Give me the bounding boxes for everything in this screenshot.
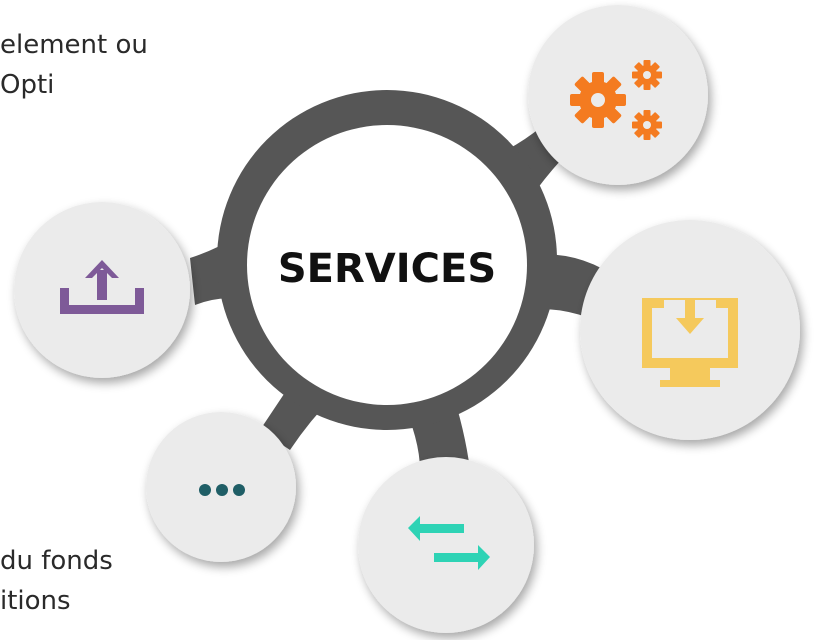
text-fragment-top-1: element ou — [0, 30, 148, 60]
gears-icon — [570, 60, 662, 140]
node-settings[interactable] — [528, 5, 708, 185]
monitor-download-icon — [642, 298, 738, 387]
text-fragment-bottom-1: du fonds — [0, 546, 113, 576]
hub-label: SERVICES — [278, 246, 496, 292]
hub-center — [247, 125, 527, 405]
node-more[interactable] — [146, 412, 296, 562]
node-download[interactable] — [580, 220, 800, 440]
ellipsis-icon — [199, 484, 245, 496]
text-fragment-bottom-2: itions — [0, 586, 71, 616]
node-transfer[interactable] — [358, 457, 534, 633]
transfer-arrows-icon — [408, 516, 490, 570]
text-fragment-top-2: Opti — [0, 70, 55, 100]
upload-icon — [60, 260, 144, 314]
node-upload[interactable] — [14, 202, 190, 378]
